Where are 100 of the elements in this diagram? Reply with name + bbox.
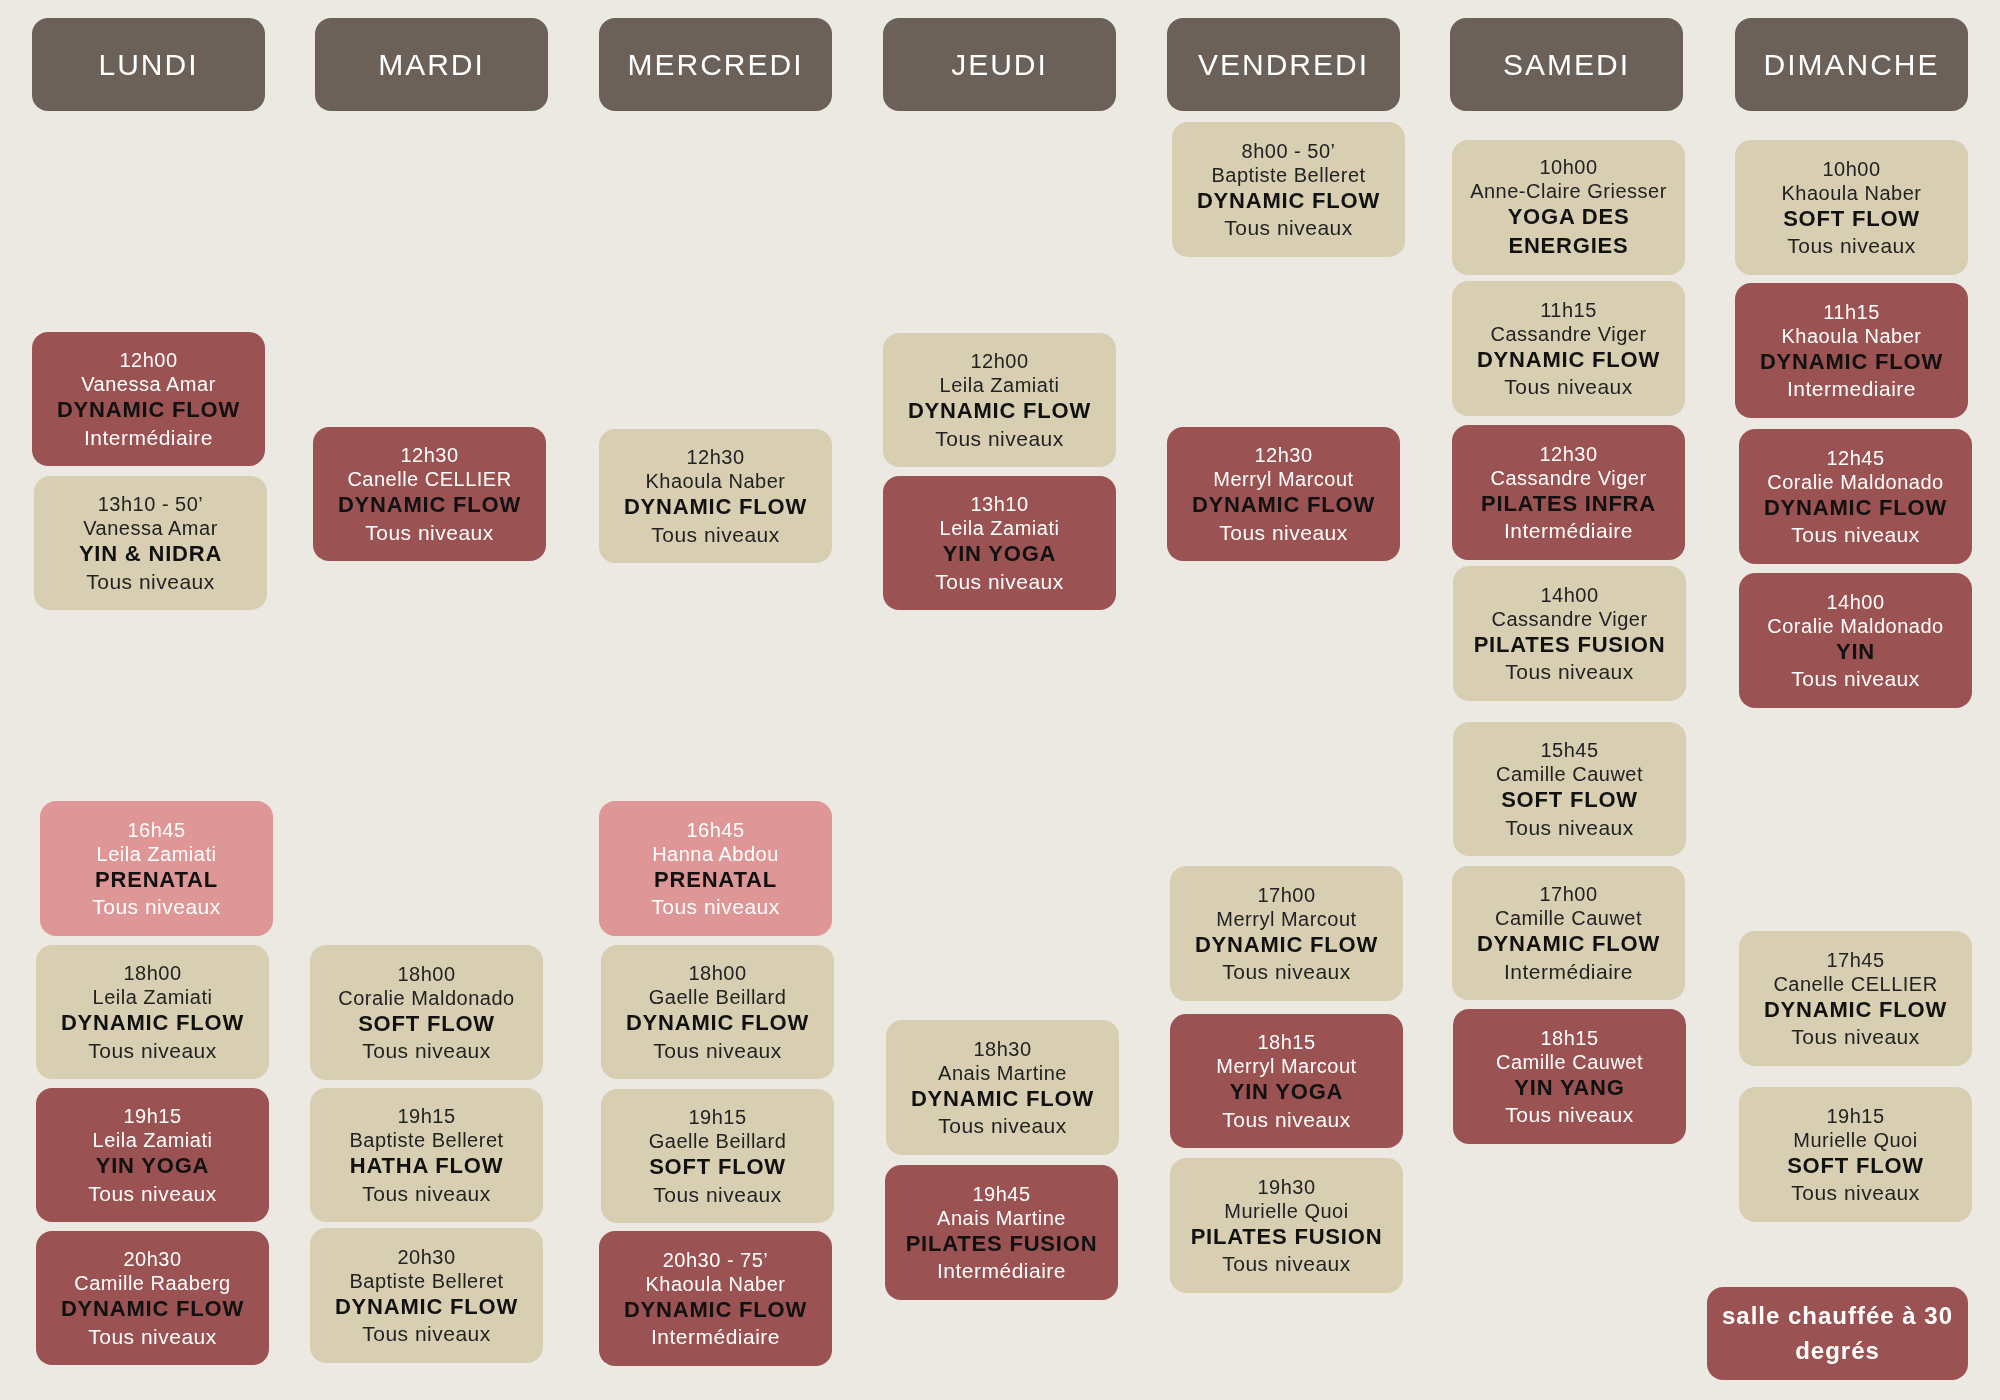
teacher-name: Gaelle Beillard xyxy=(648,985,787,1010)
teacher-name: Coralie Maldonado xyxy=(1767,469,1944,494)
class-time: 19h15 xyxy=(1826,1103,1885,1128)
teacher-name: Camille Cauwet xyxy=(1495,1049,1644,1074)
class-card xyxy=(1739,931,1972,1066)
teacher-name: Camille Raaberg xyxy=(74,1271,231,1296)
class-time: 12h00 xyxy=(970,349,1029,374)
class-time: 14h00 xyxy=(1826,589,1885,614)
teacher-name: Anais Martine xyxy=(938,1060,1067,1085)
class-time: 19h15 xyxy=(123,1104,182,1129)
class-level: Intermédiaire xyxy=(936,1258,1067,1284)
class-name: DYNAMIC FLOW xyxy=(1196,186,1381,215)
class-card xyxy=(40,801,273,936)
teacher-name: Cassandre Viger xyxy=(1490,465,1647,490)
class-name: DYNAMIC FLOW xyxy=(1476,345,1661,374)
class-level: Tous niveaux xyxy=(1222,1251,1351,1277)
class-card xyxy=(313,427,546,561)
day-name: LUNDI xyxy=(98,47,199,82)
teacher-name: Hanna Abdou xyxy=(652,841,779,866)
class-time: 13h10 xyxy=(970,492,1029,517)
class-level: Tous niveaux xyxy=(88,1037,217,1063)
class-level: Tous niveaux xyxy=(362,1180,491,1206)
class-card xyxy=(1453,566,1686,701)
class-card xyxy=(886,1020,1119,1155)
class-time: 17h00 xyxy=(1257,882,1316,907)
class-time: 15h45 xyxy=(1540,738,1599,763)
class-card xyxy=(36,1231,269,1365)
class-time: 17h45 xyxy=(1826,947,1885,972)
class-time: 17h00 xyxy=(1539,882,1598,907)
teacher-name: Coralie Maldonado xyxy=(338,985,515,1010)
teacher-name: Leila Zamiati xyxy=(96,841,217,866)
class-time: 10h00 xyxy=(1539,154,1598,179)
class-level: Intermédiaire xyxy=(650,1324,781,1350)
class-card xyxy=(599,801,832,936)
class-name: YIN YOGA xyxy=(942,540,1057,569)
class-card xyxy=(36,945,269,1079)
class-time: 18h00 xyxy=(688,961,747,986)
class-time: 10h00 xyxy=(1822,156,1881,181)
class-level: Intermédiaire xyxy=(1503,958,1634,984)
class-name: DYNAMIC FLOW xyxy=(56,396,241,425)
day-header xyxy=(315,18,548,111)
teacher-name: Canelle CELLIER xyxy=(347,467,512,492)
class-time: 19h45 xyxy=(972,1181,1031,1206)
teacher-name: Cassandre Viger xyxy=(1490,321,1647,346)
class-card xyxy=(1452,140,1685,275)
class-name: DYNAMIC FLOW xyxy=(1763,493,1948,522)
class-card xyxy=(599,1231,832,1366)
class-name: SOFT FLOW xyxy=(649,1153,786,1182)
class-card xyxy=(1167,427,1400,561)
class-level: Tous niveaux xyxy=(1791,522,1920,548)
teacher-name: Murielle Quoi xyxy=(1224,1198,1349,1223)
teacher-name: Merryl Marcout xyxy=(1216,1054,1357,1079)
class-level: Tous niveaux xyxy=(1505,1102,1634,1128)
class-time: 12h30 xyxy=(686,445,745,470)
class-level: Tous niveaux xyxy=(1222,959,1351,985)
class-card xyxy=(1739,429,1972,564)
teacher-name: Baptiste Belleret xyxy=(1211,162,1366,187)
teacher-name: Vanessa Amar xyxy=(83,516,218,541)
class-level: Tous niveaux xyxy=(1505,659,1634,685)
class-name: DYNAMIC FLOW xyxy=(60,1295,245,1324)
class-card xyxy=(310,945,543,1080)
class-time: 20h30 xyxy=(397,1244,456,1269)
class-time: 20h30 - 75’ xyxy=(662,1247,769,1272)
class-level: Intermédiaire xyxy=(83,424,214,450)
class-time: 18h15 xyxy=(1257,1030,1316,1055)
class-name: PILATES FUSION xyxy=(905,1229,1098,1258)
class-name: DYNAMIC FLOW xyxy=(907,397,1092,426)
class-name: SOFT FLOW xyxy=(1501,786,1638,815)
teacher-name: Leila Zamiati xyxy=(92,985,213,1010)
class-name: SOFT FLOW xyxy=(1787,1151,1924,1180)
class-name: PILATES INFRA xyxy=(1481,489,1656,518)
teacher-name: Leila Zamiati xyxy=(92,1128,213,1153)
class-card xyxy=(885,1165,1118,1300)
day-name: MERCREDI xyxy=(627,47,804,82)
day-header xyxy=(883,18,1116,111)
day-header xyxy=(32,18,265,111)
teacher-name: Merryl Marcout xyxy=(1216,906,1357,931)
class-card xyxy=(32,332,265,466)
teacher-name: Khaoula Naber xyxy=(645,1271,786,1296)
class-time: 18h30 xyxy=(973,1036,1032,1061)
class-name: YIN YANG xyxy=(1514,1073,1625,1102)
class-level: Tous niveaux xyxy=(362,1321,491,1347)
class-card xyxy=(883,333,1116,467)
class-card xyxy=(601,1089,834,1223)
class-name: YIN xyxy=(1835,637,1876,666)
teacher-name: Khaoula Naber xyxy=(645,469,786,494)
class-level: Tous niveaux xyxy=(1505,814,1634,840)
day-header xyxy=(599,18,832,111)
class-time: 16h45 xyxy=(686,817,745,842)
class-card xyxy=(1172,122,1405,257)
class-time: 16h45 xyxy=(127,817,186,842)
class-card xyxy=(34,476,267,610)
class-level: Tous niveaux xyxy=(92,894,221,920)
class-name: PILATES FUSION xyxy=(1190,1222,1383,1251)
class-level: Tous niveaux xyxy=(938,1113,1067,1139)
class-level: Intermédiaire xyxy=(1503,518,1634,544)
class-level: Tous niveaux xyxy=(651,894,780,920)
note-card xyxy=(1707,1287,1968,1380)
class-level: Tous niveaux xyxy=(365,519,494,545)
class-name: YIN & NIDRA xyxy=(78,540,223,569)
